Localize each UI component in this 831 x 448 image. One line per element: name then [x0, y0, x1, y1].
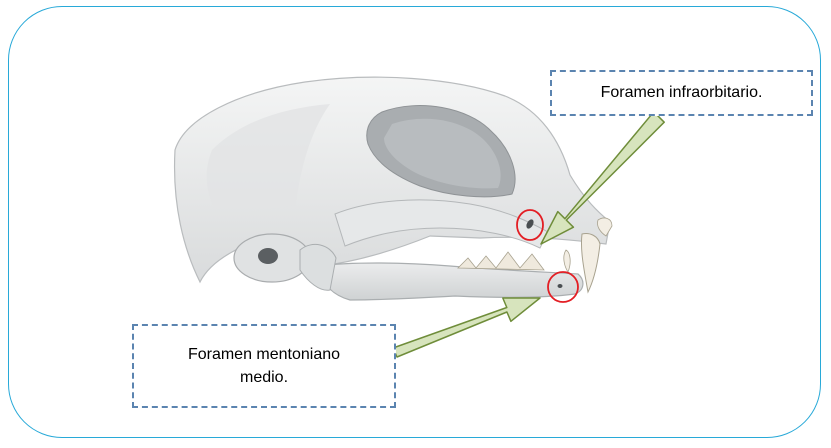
- infraorbital-foramen-label: Foramen infraorbitario.: [550, 70, 813, 116]
- mental-foramen-label: Foramen mentoniano medio.: [132, 324, 396, 408]
- upper-teeth: [458, 252, 544, 270]
- infraorbital-foramen-text: Foramen infraorbitario.: [601, 81, 763, 104]
- upper-canine: [581, 233, 600, 292]
- arrow-to-mental-icon: [393, 298, 540, 357]
- mental-foramen-text: Foramen mentoniano medio.: [164, 343, 364, 389]
- lower-canine: [564, 250, 570, 272]
